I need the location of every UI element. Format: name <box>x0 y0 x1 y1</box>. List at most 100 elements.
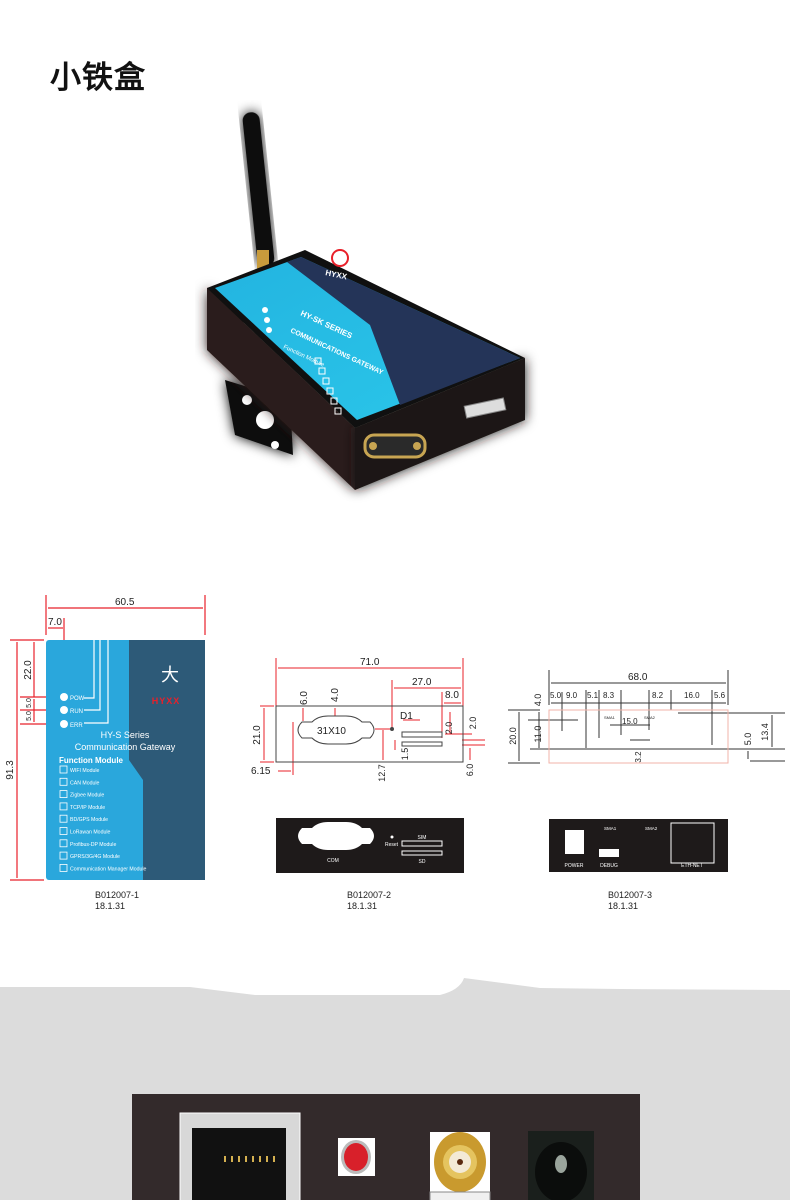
module-label: WIFI Module <box>70 768 100 774</box>
dim-d1: 5.0 <box>550 691 562 700</box>
module-checkbox <box>59 863 68 872</box>
sma1-dim-label: SMA1 <box>604 715 616 720</box>
d1-hole <box>390 727 394 731</box>
sma-connector-icon <box>430 1132 490 1192</box>
logo-text: HYXX <box>152 696 181 706</box>
gateway-title: Communication Gateway <box>75 742 176 752</box>
dim-h1: 11.0 <box>533 726 543 743</box>
module-checkbox <box>59 839 68 848</box>
dim-slot-top: 2.0 <box>444 722 454 735</box>
dim-slot-offset: 8.0 <box>445 690 459 701</box>
usb-port-icon <box>429 1191 491 1200</box>
dim-d3: 5.1 <box>587 691 599 700</box>
power-label: POWER <box>565 863 584 869</box>
drawing-2-code: B012007-2 <box>347 890 391 900</box>
dim-total: 71.0 <box>360 657 380 668</box>
dim-height-2: 21.0 <box>252 725 263 745</box>
dim-d2: 9.0 <box>566 691 578 700</box>
drawing-front-label: 60.5 7.0 91.3 22.0 5.0 5.0 POW RUN ERR 大… <box>5 595 206 911</box>
module-checkbox <box>59 765 68 774</box>
module-label: BD/GPS Module <box>70 817 108 823</box>
sd-label: SD <box>419 859 426 865</box>
dim-eth-bottom: 5.0 <box>743 733 753 746</box>
module-label: Zigbee Module <box>70 793 104 799</box>
rj45-port-icon <box>179 1112 301 1200</box>
product-photo: HYXX HY-SK SERIES COMMUNICATIONS GATEWAY… <box>207 112 525 490</box>
sma2-label: SMA2 <box>645 826 658 831</box>
module-checkbox <box>59 790 68 799</box>
function-module-title: Function Module <box>59 756 124 765</box>
db9-cutout <box>297 715 375 745</box>
dim-gap1: 5.0 <box>26 698 33 708</box>
module-label: GPRS/3G/4G Module <box>70 854 120 860</box>
dim-d4: 8.3 <box>603 691 615 700</box>
dim-port: 31X10 <box>317 726 346 737</box>
port-photo-panel <box>132 1094 640 1200</box>
dim-height-3: 20.0 <box>508 727 518 745</box>
reset-label: Reset <box>385 842 399 848</box>
module-label: LoRawan Module <box>70 830 110 836</box>
dim-total-3: 68.0 <box>628 672 648 683</box>
page-title: 小铁盒 <box>50 60 146 96</box>
dc-power-jack-icon <box>528 1131 594 1200</box>
eth-side-outline <box>548 709 729 764</box>
sim-label: SIM <box>418 835 427 841</box>
svg-text:大: 大 <box>161 665 179 685</box>
dim-sma-gap: 15.0 <box>622 717 638 726</box>
eth-port-outline <box>670 822 715 864</box>
reset-button-icon <box>338 1138 375 1176</box>
sd-slot-outline <box>401 741 443 747</box>
module-label: Profibus-DP Module <box>70 842 116 848</box>
module-checkbox <box>59 814 68 823</box>
dim-gap2: 5.0 <box>26 711 33 721</box>
dim-eth-height: 13.4 <box>760 723 770 741</box>
dim-width: 60.5 <box>115 597 135 608</box>
drawing-1-date: 18.1.31 <box>95 901 125 911</box>
dim-top2: 4.0 <box>330 688 341 702</box>
dim-offset: 7.0 <box>48 617 62 628</box>
dim-debug-height: 3.2 <box>634 751 643 763</box>
dim-slot-gap: 2.0 <box>468 717 478 730</box>
dim-top1: 6.0 <box>299 691 310 705</box>
drawing-eth-side: 68.0 5.0 9.0 5.1 8.3 8.2 16.0 5.6 4.0 11… <box>508 670 785 911</box>
power-jack-outline <box>565 830 584 854</box>
drawing-com-side: 71.0 27.0 8.0 6.0 4.0 31X10 D1 21.0 2.0 … <box>251 657 485 911</box>
dim-hole: D1 <box>400 711 413 722</box>
com-port-label: COM <box>327 858 339 864</box>
antenna <box>242 112 275 267</box>
module-label: CAN Module <box>70 780 100 786</box>
dim-top-3: 4.0 <box>533 694 543 707</box>
module-checkbox <box>59 827 68 835</box>
dim-d5: 8.2 <box>652 691 664 700</box>
dim-d6: 16.0 <box>684 691 700 700</box>
side-outline <box>275 705 464 763</box>
led-err-label: ERR <box>70 723 83 729</box>
drawing-3-date: 18.1.31 <box>608 901 638 911</box>
drawing-3-code: B012007-3 <box>608 890 652 900</box>
led-run-label: RUN <box>70 709 83 715</box>
module-label: Communication Manager Module <box>70 866 147 872</box>
drawing-2-date: 18.1.31 <box>347 901 377 911</box>
module-label: TCP/IP Module <box>70 805 105 811</box>
module-checkbox <box>59 777 68 786</box>
eth-label: ETH-NET <box>681 863 703 869</box>
debug-label: DEBUG <box>600 863 618 869</box>
dim-height: 91.3 <box>5 760 16 780</box>
led-pow-label: POW <box>70 696 85 702</box>
dim-hole-height: 12.7 <box>377 764 387 782</box>
debug-port-outline <box>599 849 619 857</box>
dim-bottom: 6.0 <box>465 764 475 777</box>
sma2-dim-label: SMA2 <box>644 715 656 720</box>
series-title: HY-S Series <box>101 730 150 740</box>
dim-d7: 5.6 <box>714 691 726 700</box>
sma1-label: SMA1 <box>604 826 617 831</box>
sim-slot-photo <box>463 397 507 419</box>
dim-right: 27.0 <box>412 677 432 688</box>
sim-slot-outline <box>401 731 443 738</box>
dim-top: 22.0 <box>23 660 34 680</box>
drawing-1-code: B012007-1 <box>95 890 139 900</box>
dim-left: 6.15 <box>251 766 271 777</box>
db9-port-photo <box>363 433 427 459</box>
dim-slot-width: 1.5 <box>400 748 410 761</box>
module-checkbox <box>59 802 68 811</box>
